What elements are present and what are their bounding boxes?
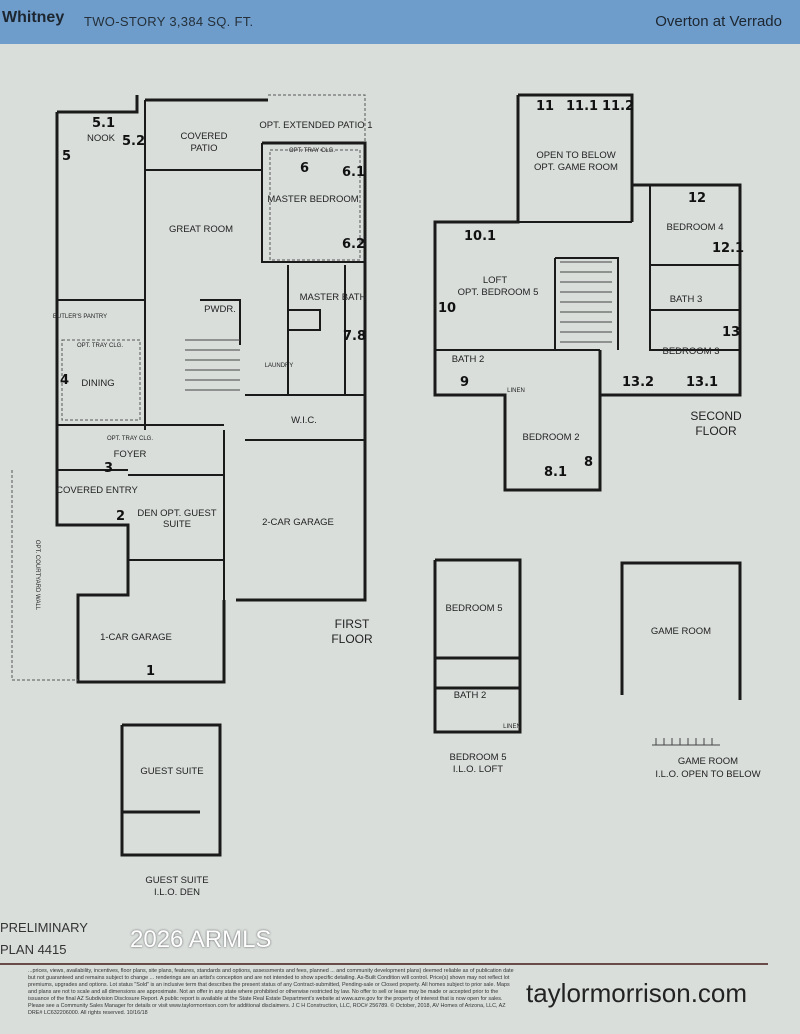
room-great-room: GREAT ROOM bbox=[169, 224, 233, 235]
room-open-to-below: OPEN TO BELOW bbox=[536, 150, 615, 161]
room-bedroom-4: BEDROOM 4 bbox=[666, 222, 723, 233]
mark: 12.1 bbox=[712, 241, 744, 256]
plan-number: PLAN 4415 bbox=[0, 942, 67, 957]
note-tray-ceiling-foyer: OPT. TRAY CLG. bbox=[107, 436, 153, 442]
room-nook: NOOK bbox=[87, 133, 116, 144]
mark: 1 bbox=[146, 664, 155, 679]
room-master-bath: MASTER BATH bbox=[300, 292, 367, 303]
mark: 5.2 bbox=[122, 134, 145, 149]
room-loft: LOFT bbox=[483, 275, 507, 286]
guest-suite-caption-2: I.L.O. DEN bbox=[154, 887, 200, 898]
guest-suite-caption-1: GUEST SUITE bbox=[145, 875, 208, 886]
room-guest-suite-option: GUEST SUITE bbox=[140, 766, 203, 777]
room-laundry: LAUNDRY bbox=[265, 363, 294, 369]
mark: 4 bbox=[60, 373, 69, 388]
room-linen: LINEN bbox=[507, 388, 525, 394]
game-room-caption-2: I.L.O. OPEN TO BELOW bbox=[655, 769, 760, 780]
stairs bbox=[185, 261, 720, 746]
model-name: Whitney bbox=[2, 9, 65, 26]
bedroom-5-caption-2: I.L.O. LOFT bbox=[453, 764, 503, 775]
room-bedroom-3: BEDROOM 3 bbox=[662, 346, 719, 357]
game-room-caption-1: GAME ROOM bbox=[678, 756, 738, 767]
mark: 8 bbox=[584, 455, 593, 470]
note-courtyard-wall: OPT. COURTYARD WALL bbox=[34, 540, 40, 611]
mark: 2 bbox=[116, 509, 125, 524]
header-bar: Whitney TWO-STORY 3,384 SQ. FT. Overton … bbox=[0, 0, 800, 44]
brand-url: taylormorrison.com bbox=[526, 978, 748, 1008]
mark: 9 bbox=[460, 375, 469, 390]
mark: 13 bbox=[722, 325, 740, 340]
room-powder: PWDR. bbox=[204, 304, 236, 315]
room-opt-extended-patio: OPT. EXTENDED PATIO 1 bbox=[259, 120, 372, 131]
mark: 8.1 bbox=[544, 465, 567, 480]
room-2-car-garage: 2-CAR GARAGE bbox=[262, 517, 334, 528]
room-bedroom-5-option: BEDROOM 5 bbox=[445, 603, 502, 614]
room-bedroom-2: BEDROOM 2 bbox=[522, 432, 579, 443]
room-butlers-pantry: BUTLER'S PANTRY bbox=[53, 314, 107, 320]
second-floor-title-2: FLOOR bbox=[695, 424, 737, 438]
first-floor-title-2: FLOOR bbox=[331, 632, 373, 646]
mark: 13.2 bbox=[622, 375, 654, 390]
mark: 12 bbox=[688, 191, 706, 206]
room-master-bedroom: MASTER BEDROOM bbox=[267, 194, 358, 205]
mark: 13.1 bbox=[686, 375, 718, 390]
room-covered-patio-2: PATIO bbox=[190, 143, 217, 154]
mark: 10 bbox=[438, 301, 456, 316]
room-1-car-garage: 1-CAR GARAGE bbox=[100, 632, 172, 643]
model-details: TWO-STORY 3,384 SQ. FT. bbox=[84, 14, 254, 29]
first-floor-title-1: FIRST bbox=[335, 617, 370, 631]
mark: 11 bbox=[536, 99, 554, 114]
note-tray-ceiling: OPT. TRAY CLG. bbox=[289, 148, 335, 154]
mark: 7.8 bbox=[343, 329, 366, 344]
mark: 11.2 bbox=[602, 99, 634, 114]
bedroom-5-caption-1: BEDROOM 5 bbox=[449, 752, 506, 763]
optional-areas bbox=[11, 94, 366, 681]
mark: 6 bbox=[300, 161, 309, 176]
room-game-room-option: GAME ROOM bbox=[651, 626, 711, 637]
room-bath-2-option: BATH 2 bbox=[454, 690, 487, 701]
room-dining: DINING bbox=[81, 378, 114, 389]
mark: 6.1 bbox=[342, 165, 365, 180]
mark: 10.1 bbox=[464, 229, 496, 244]
note-tray-ceiling-dining: OPT. TRAY CLG. bbox=[77, 343, 123, 349]
footer-divider bbox=[0, 963, 768, 965]
handwritten-marks: 5.1 5.2 5 6 6.1 6.2 7.8 4 3 2 1 11 11.1 … bbox=[60, 99, 744, 679]
room-foyer: FOYER bbox=[114, 449, 147, 460]
room-linen-option: LINEN bbox=[503, 724, 521, 730]
room-covered-entry: COVERED ENTRY bbox=[56, 485, 138, 496]
mark: 5.1 bbox=[92, 116, 115, 131]
mark: 5 bbox=[62, 149, 71, 164]
room-bath-2: BATH 2 bbox=[452, 354, 485, 365]
room-wic: W.I.C. bbox=[291, 415, 317, 426]
mark: 6.2 bbox=[342, 237, 365, 252]
room-covered-patio-1: COVERED bbox=[181, 131, 228, 142]
legal-disclaimer: ...prices, views, availability, incentiv… bbox=[28, 968, 514, 1016]
second-floor-title-1: SECOND bbox=[690, 409, 742, 423]
community-name: Overton at Verrado bbox=[655, 13, 782, 30]
room-bath-3: BATH 3 bbox=[670, 294, 703, 305]
preliminary-label: PRELIMINARY bbox=[0, 920, 88, 935]
room-den: DEN OPT. GUEST SUITE bbox=[137, 508, 217, 530]
mark: 11.1 bbox=[566, 99, 598, 114]
room-opt-game-room: OPT. GAME ROOM bbox=[534, 162, 618, 173]
walls bbox=[55, 93, 742, 857]
watermark: 2026 ARMLS bbox=[130, 926, 272, 953]
room-opt-bedroom-5: OPT. BEDROOM 5 bbox=[458, 287, 539, 298]
mark: 3 bbox=[104, 461, 113, 476]
